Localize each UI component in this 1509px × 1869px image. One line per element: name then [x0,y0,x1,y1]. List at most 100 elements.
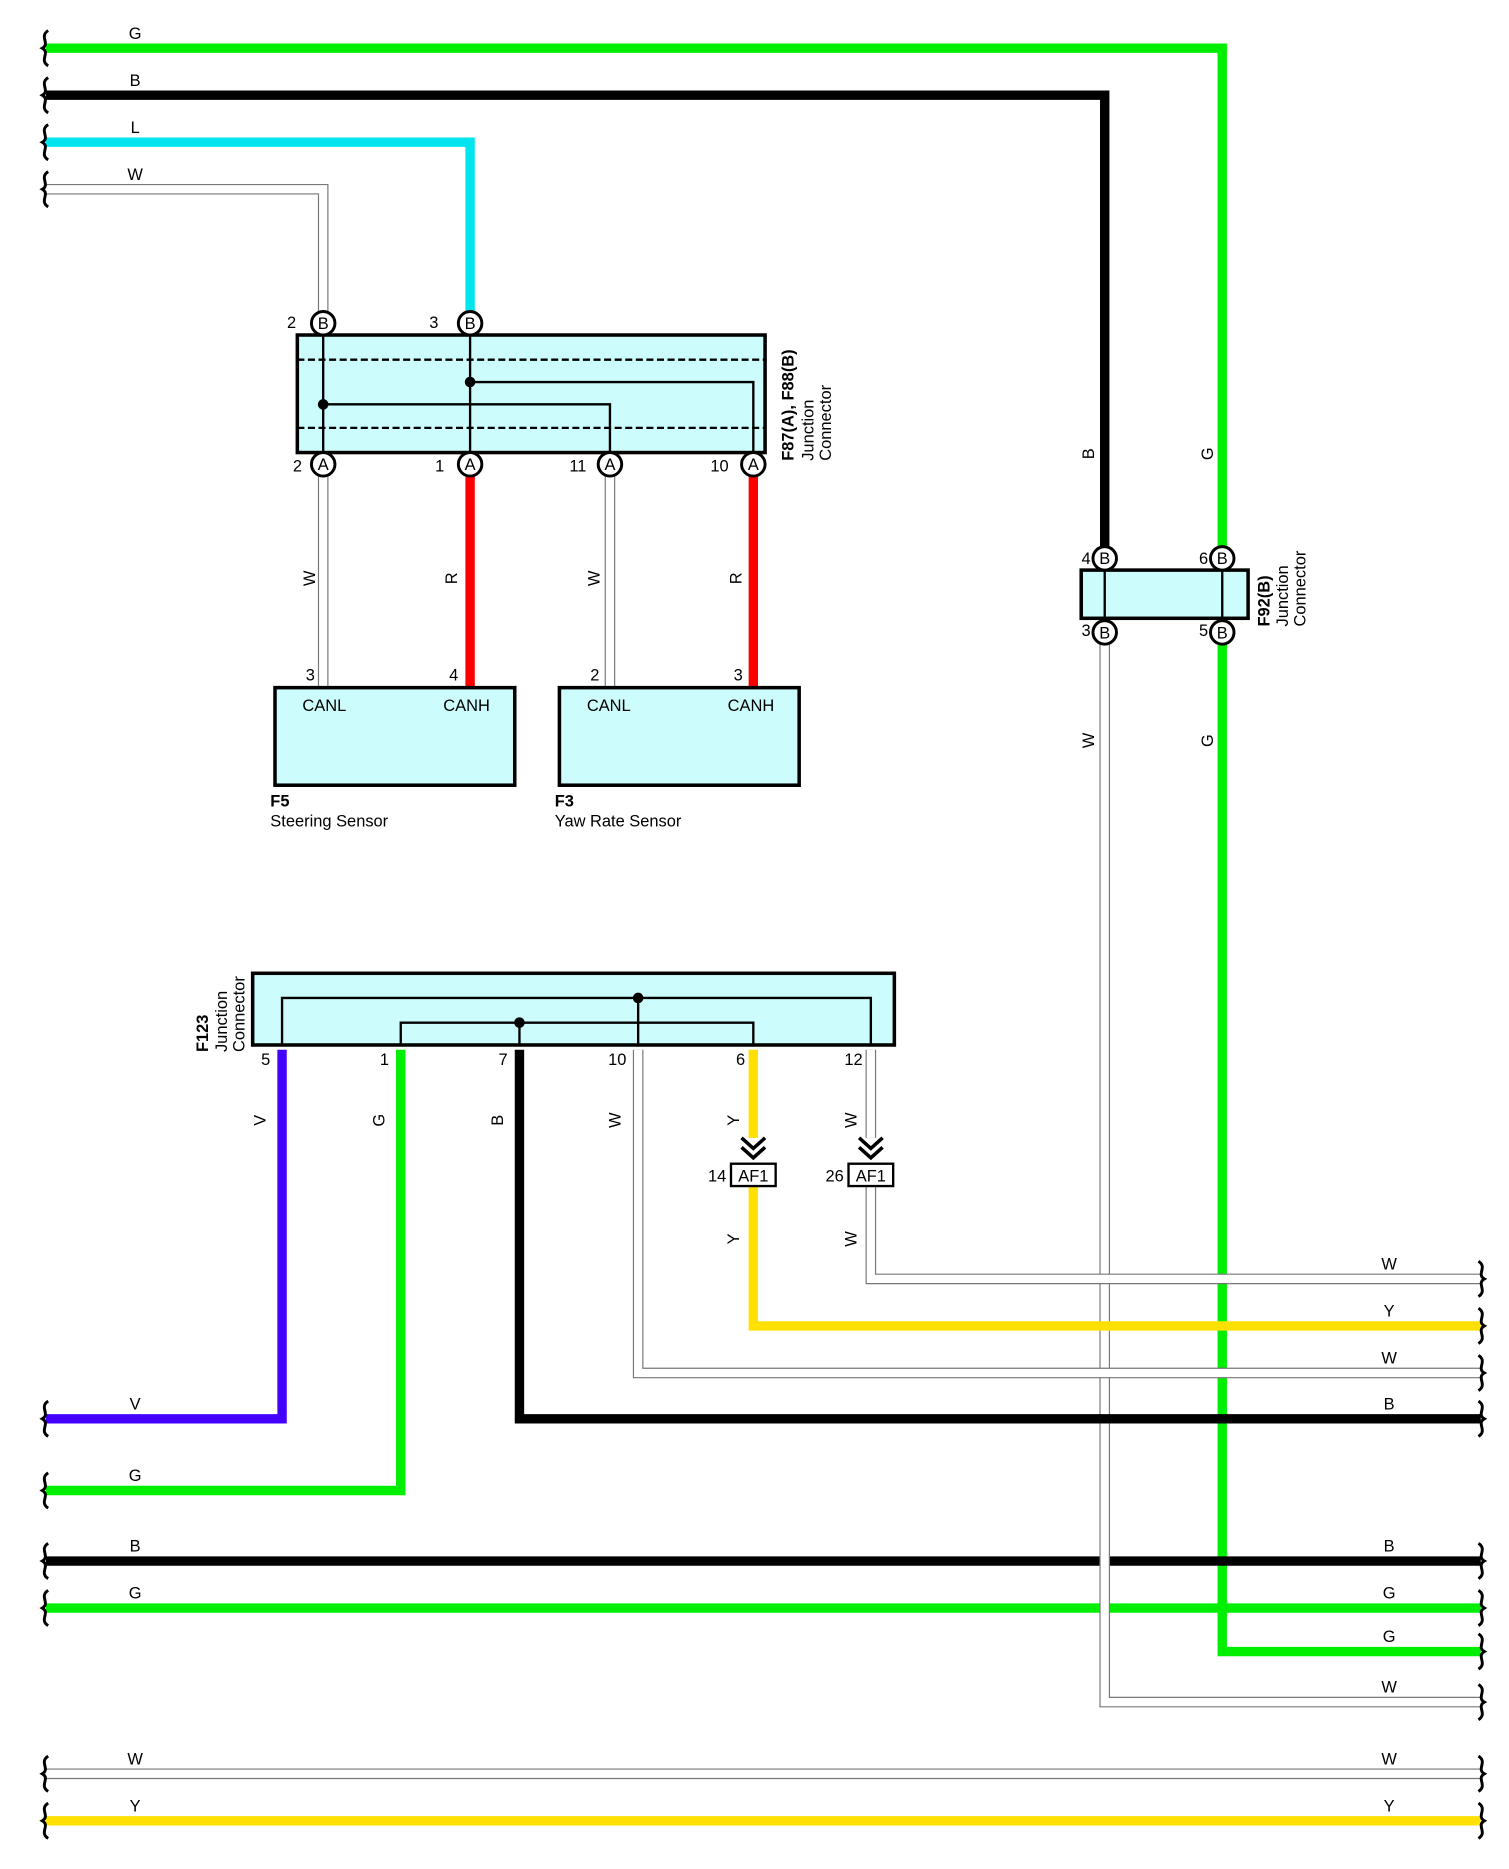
right-wire-label-4: B [1384,1395,1395,1413]
right-wire-label-7: G [1383,1628,1396,1646]
f123-pin-1-num: 1 [380,1051,389,1069]
right-wire-label-5: B [1384,1538,1395,1556]
left-wire-break-3-icon [39,123,50,162]
right-wire-break-7-icon [1477,1632,1488,1671]
f87-pin-top-2-num: 3 [429,314,438,332]
f92-junction-connector-box [1079,568,1250,621]
f87-wire-label-3: W [585,570,603,586]
right-wire-break-2-icon [1477,1307,1488,1345]
left-wire-break-1-icon [39,29,50,68]
f87-top-pin-3-letter: B [465,315,476,333]
f87-bottom-pin-2-icon [309,451,337,478]
f92-pin-4-letter: B [1099,550,1110,568]
af1-26-label: AF1 [856,1167,886,1185]
left-wire-label-3: L [131,119,140,137]
af1-26-wire-label: W [843,1231,861,1247]
left-wire-break-7-icon [39,1542,50,1580]
f87-pin-top-1-num: 2 [287,314,296,332]
wire-f123-w10 [634,1049,1481,1378]
left-wire-label-6: G [129,1467,142,1485]
f92-pin-5-num: 5 [1199,622,1208,640]
f87-bottom-pin-2-letter: A [318,456,329,474]
left-wire-break-9-icon [39,1754,50,1793]
f123-pin-5-num: 5 [261,1051,270,1069]
f3-pin-l-label: CANL [587,697,631,715]
connector-layer [250,333,1250,1047]
f5-steering-sensor-box [273,685,517,787]
left-wire-break-5-icon [39,1399,50,1438]
f123-title: F123 [194,1015,212,1052]
af1-14-chevron-icon [740,1136,767,1161]
f87-bottom-pin-10-icon [740,451,767,478]
left-wire-break-8-icon [39,1589,50,1627]
wire-af1-w-down [866,1186,1481,1284]
f92-pin-6-icon [1209,545,1236,572]
f123-junction-connector-box [250,971,897,1047]
f92-title: F92(B) [1255,575,1273,626]
wire-v-left [45,1049,287,1424]
f92-wire-label-b-top: B [1080,448,1098,459]
f123-splice-dot-1 [632,992,644,1004]
right-wire-label-1: W [1381,1256,1397,1274]
f123-splice-dot-2 [514,1017,525,1028]
f123-sub1: Junction [213,991,231,1052]
f87-wire-label-4: R [728,572,746,584]
wire-w-top-outline [45,183,329,324]
right-wire-label-8: W [1381,1679,1397,1697]
f123-wire-label-b: B [489,1115,507,1126]
af1-14-num: 14 [708,1167,726,1185]
af1-26-num: 26 [826,1167,844,1185]
f87-top-pin-2-letter: B [318,315,329,333]
f123-internal-bus-inner [399,1021,755,1045]
f3-pin-l-num: 2 [590,667,599,685]
f92-pin-3-num: 3 [1081,622,1090,640]
f123-pin-6-num: 6 [736,1051,745,1069]
af1-14-wire-label: Y [725,1233,743,1244]
left-wire-label-8: G [129,1585,142,1603]
f123-sub2: Connector [230,976,248,1052]
f92-pin-4-num: 4 [1081,550,1090,568]
f87-pin-bottom-3-num: 11 [569,457,586,475]
left-wire-break-4-icon [39,170,50,209]
left-wire-label-5: V [130,1395,141,1413]
f5-pin-h-label: CANH [443,697,490,715]
wire-g-top [45,43,1481,1657]
right-wire-break-4-icon [1477,1399,1488,1438]
wire-w-top [45,185,328,324]
right-wire-label-2: Y [1384,1303,1395,1321]
f87-wire-label-1: W [301,570,319,586]
wire-l-top [45,137,475,324]
f92-pin-6-letter: B [1217,550,1228,568]
wire-f92-w-down-outline [1099,632,1481,1708]
f5-pin-h-num: 4 [449,667,458,685]
wire-g-mid [45,1049,406,1496]
right-wire-label-6: G [1383,1585,1396,1603]
f3-name: Yaw Rate Sensor [555,812,682,830]
wire-f123-b [514,1049,1481,1424]
left-wire-break-10-icon [39,1801,50,1840]
right-wire-break-9-icon [1477,1754,1488,1793]
right-wire-break-1-icon [1477,1260,1488,1298]
left-wire-break-2-icon [39,76,50,115]
f87-wire-label-2: R [443,572,461,584]
f123-wire-label-g: G [370,1114,388,1127]
text-layer: 2 3 2 1 11 10 F87(A), F88(B) Junction Co… [127,25,1397,1816]
f92-pin-5-icon [1209,619,1236,646]
f87-bottom-pin-11-letter: A [604,456,615,474]
right-wire-break-10-icon [1477,1801,1488,1840]
af1-14-box [729,1162,777,1188]
f123-internal-bus-outer [280,996,873,1045]
wire-layer [39,29,1488,1840]
f123-wire-label-w1: W [607,1112,625,1128]
f123-wire-label-w2: W [843,1112,861,1128]
f92-sub2: Connector [1292,550,1310,626]
wire-f92-w-down [1100,632,1481,1707]
right-wire-label-9: W [1381,1750,1397,1768]
f123-wire-label-v: V [252,1115,270,1126]
f87-top-pin-3-icon [456,310,484,337]
right-wire-label-10: Y [1384,1797,1395,1815]
left-wire-break-6-icon [39,1471,50,1510]
right-wire-break-3-icon [1477,1354,1488,1392]
